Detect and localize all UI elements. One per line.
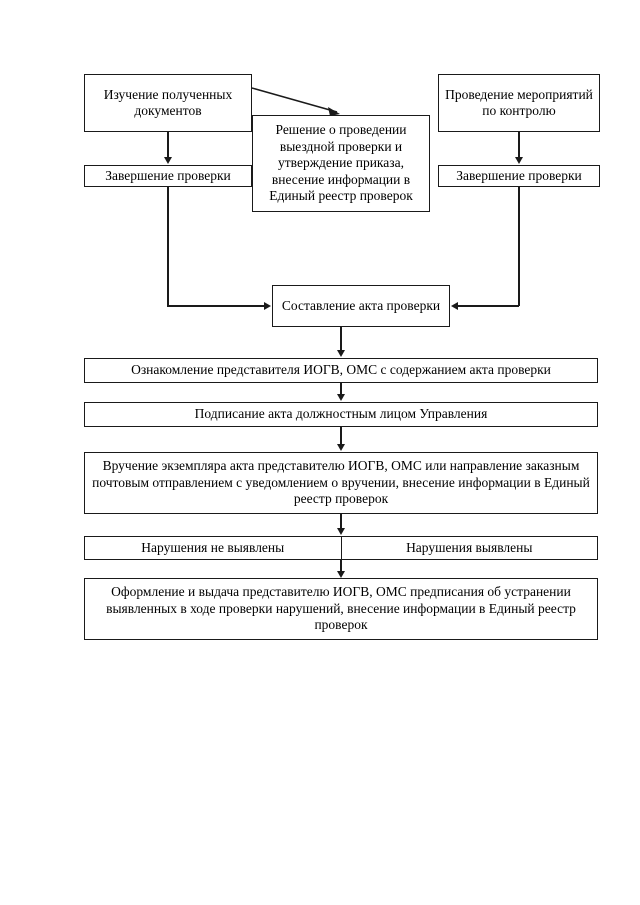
- node-violations-found[interactable]: Нарушения выявлены: [340, 537, 598, 559]
- node-violations-row: Нарушения не выявлены Нарушения выявлены: [84, 536, 598, 560]
- node-violations-found-label: Нарушения выявлены: [406, 539, 533, 555]
- node-deliver-act-label: Вручение экземпляра акта представителю И…: [92, 458, 590, 507]
- connector-act-to-acquaint: [340, 327, 342, 351]
- arrowhead-study-to-finish-left: [164, 157, 172, 164]
- node-issue-order[interactable]: Оформление и выдача представителю ИОГВ, …: [84, 578, 598, 640]
- node-drawing-up-act[interactable]: Составление акта проверки: [272, 285, 450, 327]
- connector-measures-to-finish-right: [518, 132, 520, 158]
- node-sign-act[interactable]: Подписание акта должностным лицом Управл…: [84, 402, 598, 427]
- arrowhead-acquaint-to-sign: [337, 394, 345, 401]
- node-control-measures[interactable]: Проведение мероприятий по контролю: [438, 74, 600, 132]
- arrowhead-measures-to-finish-right: [515, 157, 523, 164]
- arrowhead-finish-left-to-act: [264, 302, 271, 310]
- node-sign-act-label: Подписание акта должностным лицом Управл…: [194, 406, 488, 422]
- node-study-documents-label: Изучение полученных документов: [103, 86, 233, 118]
- node-deliver-act[interactable]: Вручение экземпляра акта представителю И…: [84, 452, 598, 514]
- connector-finish-left-to-act: [167, 305, 265, 307]
- connector-finish-left-down: [167, 187, 169, 306]
- node-drawing-up-act-label: Составление акта проверки: [281, 297, 441, 313]
- arrowhead-finish-right-to-act: [451, 302, 458, 310]
- connector-violations-to-order: [340, 560, 342, 573]
- node-decision-field-inspection[interactable]: Решение о проведении выездной проверки и…: [252, 115, 430, 212]
- node-violations-not-found-label: Нарушения не выявлены: [141, 539, 285, 555]
- node-control-measures-label: Проведение мероприятий по контролю: [445, 86, 593, 118]
- node-issue-order-label: Оформление и выдача представителю ИОГВ, …: [106, 584, 576, 633]
- arrowhead-deliver-to-violations: [337, 528, 345, 535]
- node-acquaint-representative-label: Ознакомление представителя ИОГВ, ОМС с с…: [131, 362, 551, 378]
- node-decision-field-inspection-label: Решение о проведении выездной проверки и…: [269, 122, 413, 204]
- connector-acquaint-to-sign: [340, 383, 342, 395]
- node-finish-inspection-left[interactable]: Завершение проверки: [84, 165, 252, 187]
- node-acquaint-representative[interactable]: Ознакомление представителя ИОГВ, ОМС с с…: [84, 358, 598, 383]
- node-finish-inspection-right[interactable]: Завершение проверки: [438, 165, 600, 187]
- connector-study-to-finish-left: [167, 132, 169, 158]
- connector-finish-right-down: [518, 187, 520, 306]
- connector-deliver-to-violations: [340, 514, 342, 529]
- node-violations-not-found[interactable]: Нарушения не выявлены: [85, 537, 341, 559]
- node-finish-inspection-left-label: Завершение проверки: [105, 167, 231, 183]
- connector-finish-right-to-act: [458, 305, 519, 307]
- node-finish-inspection-right-label: Завершение проверки: [456, 167, 582, 183]
- node-study-documents[interactable]: Изучение полученных документов: [84, 74, 252, 132]
- arrowhead-sign-to-deliver: [337, 444, 345, 451]
- arrowhead-act-to-acquaint: [337, 350, 345, 357]
- arrowhead-violations-to-order: [337, 571, 345, 578]
- connector-sign-to-deliver: [340, 427, 342, 445]
